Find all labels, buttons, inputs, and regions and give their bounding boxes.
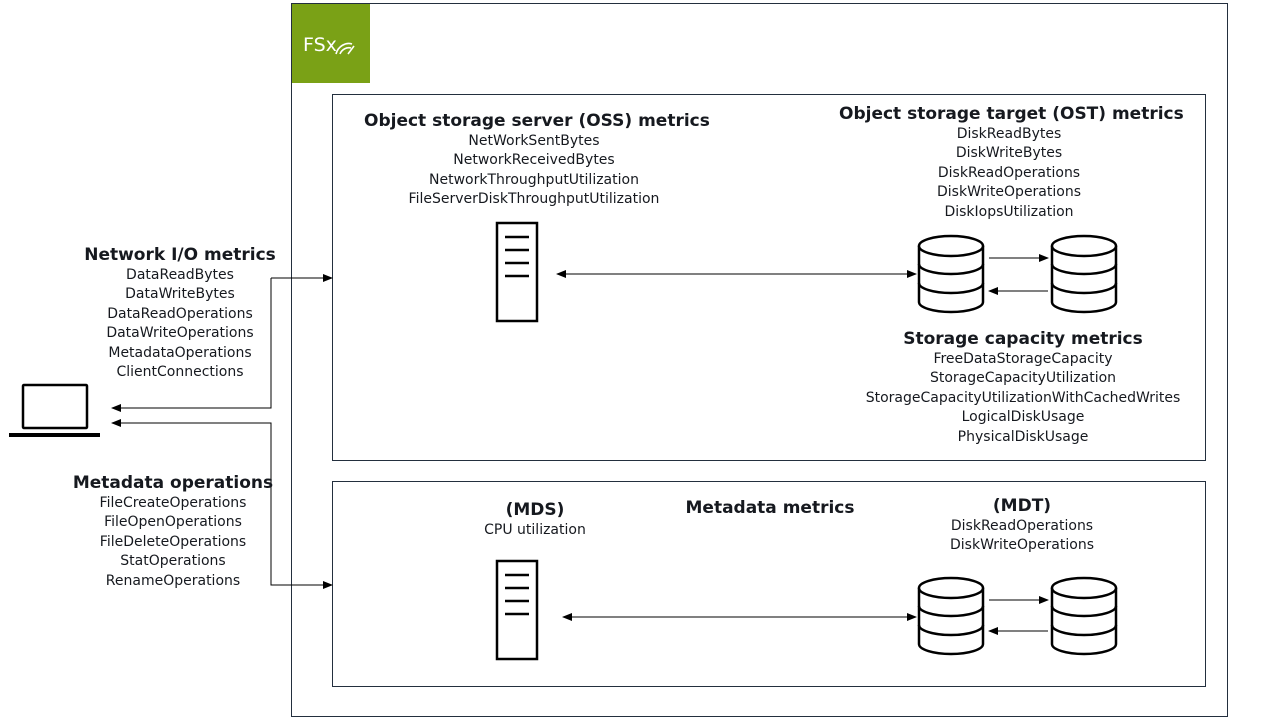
metric-item: DiskReadOperations: [937, 164, 1081, 181]
metric-item: DataReadOperations: [107, 305, 253, 322]
metric-item: NetworkReceivedBytes: [453, 152, 615, 169]
metric-item: StorageCapacityUtilizationWithCachedWrit…: [865, 389, 1181, 406]
mdt-group: (MDT) DiskReadOperations DiskWriteOperat…: [932, 495, 1112, 556]
metric-item: RenameOperations: [105, 572, 241, 589]
metric-item: DataWriteOperations: [106, 325, 254, 342]
oss-metrics-group: Object storage server (OSS) metrics NetW…: [364, 110, 710, 210]
oss-metrics-title: Object storage server (OSS) metrics: [364, 111, 710, 131]
network-io-list: DataReadBytes DataWriteBytes DataReadOpe…: [60, 266, 300, 382]
metric-item: PhysicalDiskUsage: [957, 428, 1089, 445]
metadata-ops-connector: [111, 419, 333, 589]
metric-item: FileDeleteOperations: [99, 533, 247, 550]
metadata-panel-title: Metadata metrics: [685, 498, 855, 518]
mds-list: CPU utilization: [455, 521, 615, 540]
mdt-title: (MDT): [992, 496, 1052, 516]
ost-database-icon: [917, 234, 985, 314]
metric-item: DiskWriteOperations: [950, 537, 1094, 554]
metric-item: LogicalDiskUsage: [961, 409, 1085, 426]
mds-server-icon: [495, 559, 539, 661]
metric-item: StatOperations: [120, 553, 226, 570]
mds-group: (MDS) CPU utilization: [455, 499, 615, 540]
ost-metrics-title: Object storage target (OST) metrics: [839, 104, 1184, 124]
oss-server-icon: [495, 221, 539, 323]
network-io-connector: [111, 278, 272, 412]
metric-item: DiskWriteBytes: [955, 145, 1063, 162]
metric-item: DiskReadOperations: [950, 518, 1094, 534]
metric-item: FileServerDiskThroughputUtilization: [408, 191, 660, 208]
metric-item: MetadataOperations: [108, 344, 252, 361]
metric-item: FreeDataStorageCapacity: [933, 351, 1113, 367]
ost-replica-database-icon: [1050, 234, 1118, 314]
capacity-metrics-list: FreeDataStorageCapacity StorageCapacityU…: [843, 350, 1203, 447]
metric-item: ClientConnections: [116, 363, 244, 380]
metadata-ops-group: Metadata operations FileCreateOperations…: [53, 472, 293, 591]
fsx-logo-icon: [292, 4, 370, 83]
mdt-replica-database-icon: [1050, 576, 1118, 656]
fsx-logo-text: FSx: [303, 34, 337, 56]
metric-item: DataWriteBytes: [125, 286, 235, 303]
metric-item: DiskReadBytes: [956, 126, 1062, 142]
laptop-icon: [9, 383, 100, 437]
ost-metrics-group: Object storage target (OST) metrics Disk…: [839, 103, 1184, 222]
network-io-group: Network I/O metrics DataReadBytes DataWr…: [60, 244, 300, 382]
metric-item: DiskIopsUtilization: [944, 203, 1074, 220]
network-io-title: Network I/O metrics: [84, 245, 276, 265]
metric-item: FileCreateOperations: [99, 495, 247, 511]
capacity-metrics-title: Storage capacity metrics: [903, 329, 1143, 349]
metadata-ops-list: FileCreateOperations FileOpenOperations …: [53, 494, 293, 591]
mdt-list: DiskReadOperations DiskWriteOperations: [932, 517, 1112, 556]
metadata-ops-title: Metadata operations: [72, 473, 274, 493]
metric-item: FileOpenOperations: [104, 514, 242, 531]
mdt-database-icon: [917, 576, 985, 656]
metric-item: NetWorkSentBytes: [468, 133, 600, 149]
metric-item: DataReadBytes: [126, 267, 234, 283]
ost-metrics-list: DiskReadBytes DiskWriteBytes DiskReadOpe…: [839, 125, 1179, 222]
metric-item: StorageCapacityUtilization: [929, 370, 1117, 387]
oss-metrics-list: NetWorkSentBytes NetworkReceivedBytes Ne…: [364, 132, 704, 210]
metric-item: NetworkThroughputUtilization: [429, 171, 639, 188]
capacity-metrics-group: Storage capacity metrics FreeDataStorage…: [843, 328, 1203, 447]
fsx-container: [291, 3, 1228, 717]
metric-item: CPU utilization: [484, 522, 586, 538]
mds-title: (MDS): [505, 500, 565, 520]
metric-item: DiskWriteOperations: [937, 184, 1081, 201]
